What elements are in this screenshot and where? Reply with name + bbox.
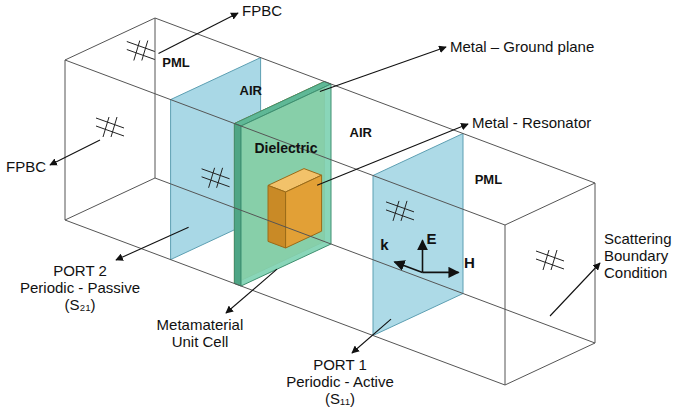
region-label: PML <box>162 56 189 71</box>
domain-end-face <box>505 183 595 385</box>
part-label: Metamaterial <box>157 316 244 333</box>
boundary-label: Boundary <box>604 247 668 264</box>
boundary-label: FPBC <box>6 158 46 175</box>
port-label: (S₂₁) <box>65 296 96 313</box>
domain-edge <box>65 60 505 225</box>
resonator-face <box>286 175 322 248</box>
region-label: AIR <box>350 126 372 141</box>
part-label: Metal - Resonator <box>472 114 591 131</box>
leader-line <box>550 263 600 316</box>
boundary-label: FPBC <box>242 2 282 19</box>
vector-label: E <box>427 230 437 247</box>
leader-line <box>320 47 446 92</box>
dielectric-side <box>234 124 241 287</box>
part-label: Unit Cell <box>172 333 229 350</box>
boundary-hash <box>536 250 564 270</box>
vector-label: k <box>380 236 388 253</box>
vector-label: H <box>464 254 475 271</box>
domain-edge <box>155 18 595 183</box>
boundary-label: Scattering <box>604 230 672 247</box>
boundary-hash <box>127 41 155 61</box>
domain-end-face <box>65 18 155 220</box>
domain-edge <box>65 220 505 385</box>
boundary-label: Condition <box>604 264 667 281</box>
region-label: PML <box>475 173 502 188</box>
resonator-side <box>268 185 286 248</box>
leader-line <box>159 13 239 53</box>
boundary-hash <box>386 201 414 221</box>
region-label: Dielectric <box>255 140 318 156</box>
region-label: AIR <box>240 84 262 99</box>
port-label: PORT 2 <box>53 262 107 279</box>
leader-line <box>317 124 468 185</box>
port-label: PORT 1 <box>313 356 367 373</box>
h-field-arrow <box>423 272 459 274</box>
port-label: (S₁₁) <box>325 390 355 407</box>
leader-line <box>50 140 100 165</box>
domain-edge <box>155 178 595 343</box>
port-1-plane <box>373 134 463 336</box>
leader-line <box>116 227 189 260</box>
port-label: Periodic - Passive <box>20 279 140 296</box>
boundary-hash <box>202 168 230 188</box>
e-field-arrow <box>422 240 424 272</box>
boundary-hash <box>96 117 124 137</box>
port-label: Periodic - Active <box>286 373 394 390</box>
leader-line <box>226 269 277 313</box>
part-label: Metal – Ground plane <box>450 38 594 55</box>
leader-line <box>352 319 391 353</box>
k-vector-arrow <box>395 262 423 273</box>
